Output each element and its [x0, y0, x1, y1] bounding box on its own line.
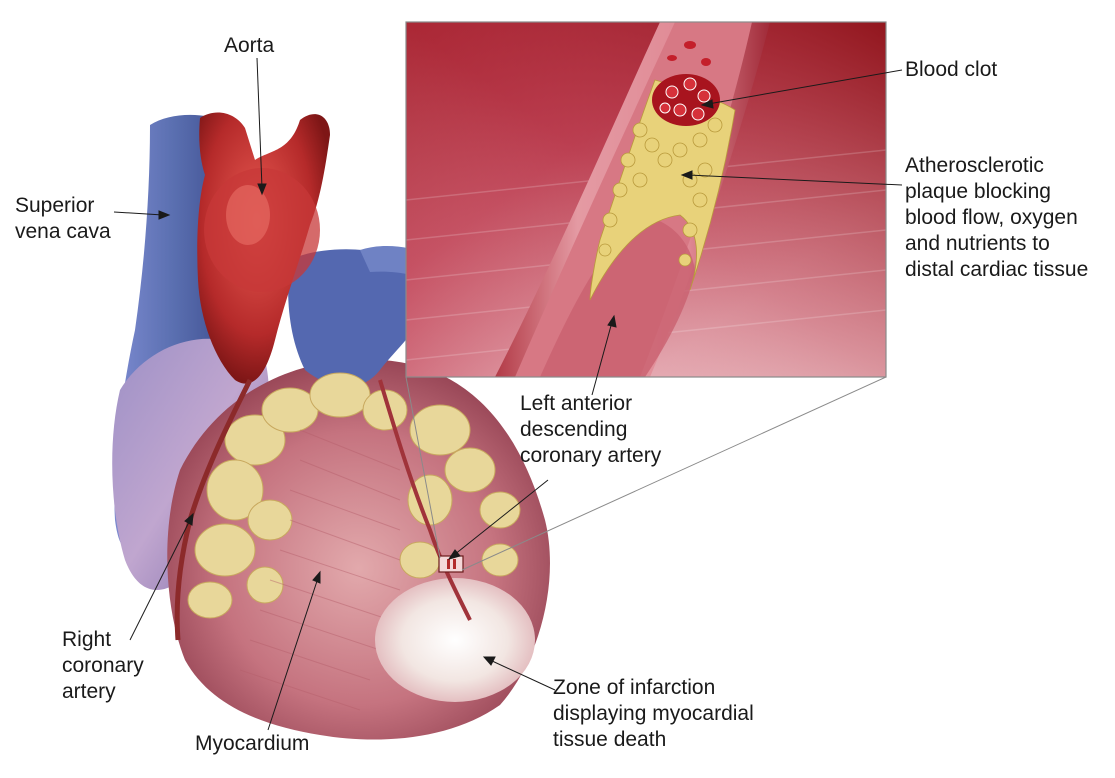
label-atherosclerotic-plaque: Atherosclerotic plaque blocking blood fl…	[905, 153, 1088, 283]
magnified-artery-inset	[406, 22, 886, 377]
label-myocardium: Myocardium	[195, 731, 309, 757]
label-left-anterior-descending: Left anterior descending coronary artery	[520, 391, 661, 469]
label-right-coronary-artery: Right coronary artery	[62, 627, 144, 705]
label-infarction-zone: Zone of infarction displaying myocardial…	[553, 675, 754, 753]
blood-clot	[652, 74, 720, 126]
label-aorta: Aorta	[224, 33, 274, 59]
label-blood-clot: Blood clot	[905, 57, 997, 83]
infarction-zone	[375, 578, 535, 702]
label-superior-vena-cava: Superior vena cava	[15, 193, 111, 245]
